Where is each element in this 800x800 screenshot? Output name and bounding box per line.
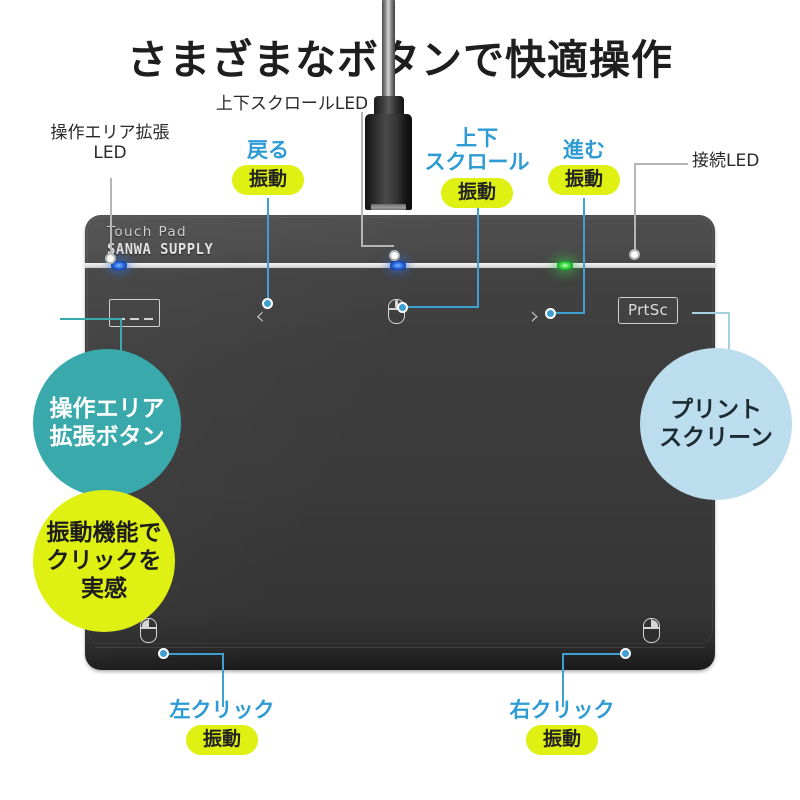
expand-area-led [111,261,127,270]
label-left-click-text: 左クリック [169,698,275,722]
mouse-right-button-fill [652,619,659,627]
label-scroll-button-pill: 振動 [440,177,513,208]
device-bottom-bevel [95,647,705,648]
label-scroll-button-line2: スクロール [424,150,530,175]
mouse-divider-v [650,618,653,627]
badge-vibration-line1: 振動機能で [46,519,162,546]
leader-scroll-led [361,112,363,247]
forward-button-icon[interactable]: › [530,301,540,330]
leader-scroll-led-h [361,245,394,247]
leader-prtsc-badge-v [728,312,730,360]
label-forward-button: 進む 振動 [524,138,644,196]
label-connect-led-text: 接続LED [692,151,760,171]
badge-expand-line1: 操作エリア [49,395,165,422]
leader-dot-connect-led [629,249,640,260]
connection-led [557,261,573,270]
label-scroll-led-line1: 上下スクロールLED [215,94,369,114]
badge-print-screen-text: プリント スクリーン [659,396,773,452]
device-inner-edge [87,217,713,644]
leader-expand-led [110,178,112,264]
label-forward-button-text: 進む [563,138,605,162]
expand-area-icon-dashes [116,318,153,320]
badge-prtsc-line2: スクリーン [659,425,773,451]
leader-left-click-v [222,653,224,707]
badge-vibration-feedback-text: 振動機能で クリックを 実感 [47,519,162,603]
mouse-right-click-icon[interactable] [643,618,660,643]
usb-cable-neck [374,96,404,118]
label-left-click: 左クリック 振動 [162,698,282,756]
label-connect-led: 接続LED [692,151,800,172]
leader-dot-forward-button [545,308,556,319]
leader-expand-badge-v [120,318,122,360]
brand-company-name: SANWA SUPPLY [107,239,214,258]
badge-expand-line2: 拡張ボタン [49,424,165,450]
leader-right-click-h [562,653,625,655]
leader-scroll-button-h [404,306,479,308]
leader-connect-led-h [634,163,688,165]
brand-product-name: Touch Pad [107,224,188,240]
print-screen-key[interactable]: PrtSc [618,297,679,324]
mouse-divider-v [147,618,150,627]
label-right-click-text: 右クリック [509,698,615,722]
label-forward-button-pill: 振動 [547,165,620,196]
leader-forward-button-v [583,198,585,314]
leader-forward-button-h [550,312,585,314]
device-branding: Touch Pad SANWA SUPPLY [107,224,223,259]
label-scroll-led: 上下スクロールLED [207,94,377,115]
leader-expand-badge-h [60,318,122,320]
badge-vibration-line2: クリックを [46,547,162,574]
usb-cable-wire [382,0,395,100]
leader-right-click-v [562,653,564,707]
mouse-divider-h [643,627,660,629]
label-scroll-button: 上下 スクロール 振動 [417,126,537,208]
label-scroll-button-line1: 上下 [456,126,498,150]
mouse-wheel-fill [394,300,399,309]
usb-cable-connector-icon [365,114,412,210]
badge-print-screen[interactable]: プリント スクリーン [640,348,792,500]
leader-dot-scroll-led [389,250,400,261]
mouse-divider-h [388,308,405,310]
leader-scroll-button-v [477,198,479,308]
leader-left-click-h [165,653,224,655]
badge-expand-area-button-text: 操作エリア 拡張ボタン [50,395,165,451]
label-left-click-pill: 振動 [185,725,258,756]
touchpad-device: Touch Pad SANWA SUPPLY ‹ › PrtSc [85,215,715,670]
badge-vibration-line3: 実感 [81,576,127,603]
badge-prtsc-line1: プリント [669,396,762,423]
label-expand-led-line1: 操作エリア拡張 [50,123,170,143]
leader-dot-scroll-button [397,302,408,313]
leader-dot-left-click [158,648,169,659]
expand-area-icon[interactable] [109,299,160,327]
leader-prtsc-badge-h [692,312,730,314]
label-expand-led-line2: LED [93,142,127,163]
mouse-left-click-icon[interactable] [140,618,157,643]
leader-connect-led-v [634,163,636,259]
leader-dot-right-click [620,648,631,659]
label-back-button: 戻る 振動 [208,138,328,196]
label-right-click-pill: 振動 [525,725,598,756]
mouse-left-button-fill [141,619,148,627]
mouse-divider-h [140,627,157,629]
leader-dot-back-button [262,298,273,309]
page-title: さまざまなボタンで快適操作 [127,36,673,84]
leader-back-button [267,198,269,304]
device-sheen [85,215,715,670]
label-expand-led: 操作エリア拡張 LED [40,123,180,163]
scroll-led [390,261,406,270]
leader-dot-expand-led [105,253,116,264]
back-button-icon[interactable]: ‹ [255,301,265,330]
label-back-button-text: 戻る [247,138,289,162]
label-back-button-pill: 振動 [231,165,304,196]
label-right-click: 右クリック 振動 [502,698,622,756]
badge-vibration-feedback[interactable]: 振動機能で クリックを 実感 [33,490,175,632]
badge-expand-area-button[interactable]: 操作エリア 拡張ボタン [33,349,181,497]
